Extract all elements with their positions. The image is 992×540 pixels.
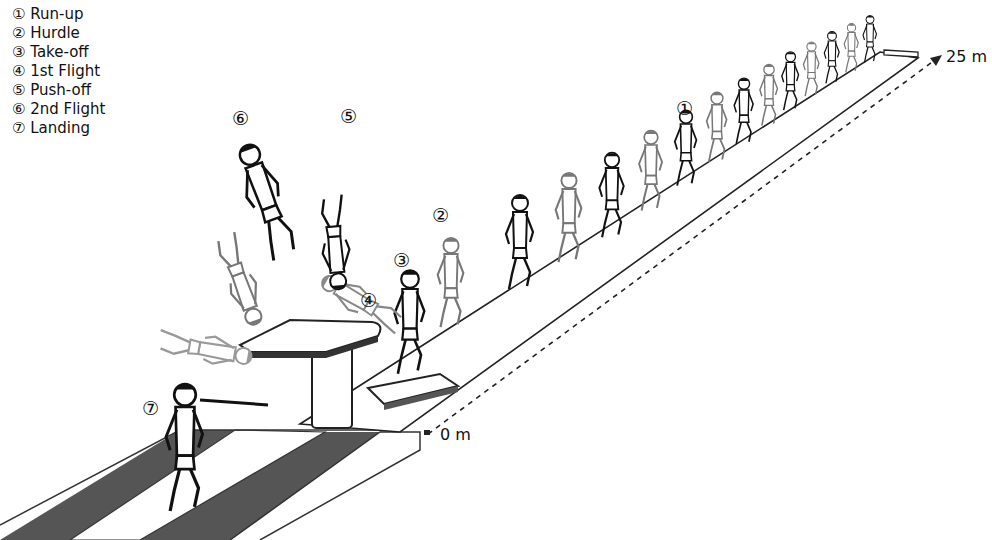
callout-number: ⑤ <box>340 106 357 127</box>
pedestal-line <box>351 345 352 428</box>
callout-number: ⑥ <box>232 108 249 129</box>
callout-number: ④ <box>360 290 377 311</box>
legend-line: ⑦ Landing <box>12 120 90 137</box>
second-flight-figure <box>212 231 270 329</box>
second-flight-figure <box>230 140 302 262</box>
platform-edge <box>230 432 420 540</box>
start-marker <box>884 50 918 57</box>
legend-line: ⑥ 2nd Flight <box>12 101 105 118</box>
run-up-figures <box>506 16 877 290</box>
callout-number: ③ <box>393 250 410 271</box>
callout-number: ① <box>676 98 693 119</box>
runway <box>300 52 918 432</box>
hurdle-figure <box>438 238 464 327</box>
distance-line <box>428 60 935 434</box>
landing-arm <box>200 400 268 405</box>
vault-table-side <box>250 336 378 358</box>
distance-label: 25 m <box>946 48 987 66</box>
pushoff-figure <box>318 194 353 290</box>
takeoff-figure <box>395 270 425 373</box>
second-flight-figure <box>157 327 254 370</box>
legend-line: ⑤ Push-off <box>12 82 91 99</box>
callout-number: ② <box>432 205 449 226</box>
legend-line: ④ 1st Flight <box>12 63 100 80</box>
landing-figure <box>166 384 202 511</box>
distance-arrowhead <box>930 55 942 66</box>
callout-number: ⑦ <box>142 398 159 419</box>
distance-label: 0 m <box>440 426 471 444</box>
legend-line: ② Hurdle <box>12 25 80 42</box>
legend-line: ③ Take-off <box>12 44 89 61</box>
legend-line: ① Run-up <box>12 6 83 23</box>
distance-start <box>424 430 430 435</box>
springboard-side <box>384 386 458 410</box>
